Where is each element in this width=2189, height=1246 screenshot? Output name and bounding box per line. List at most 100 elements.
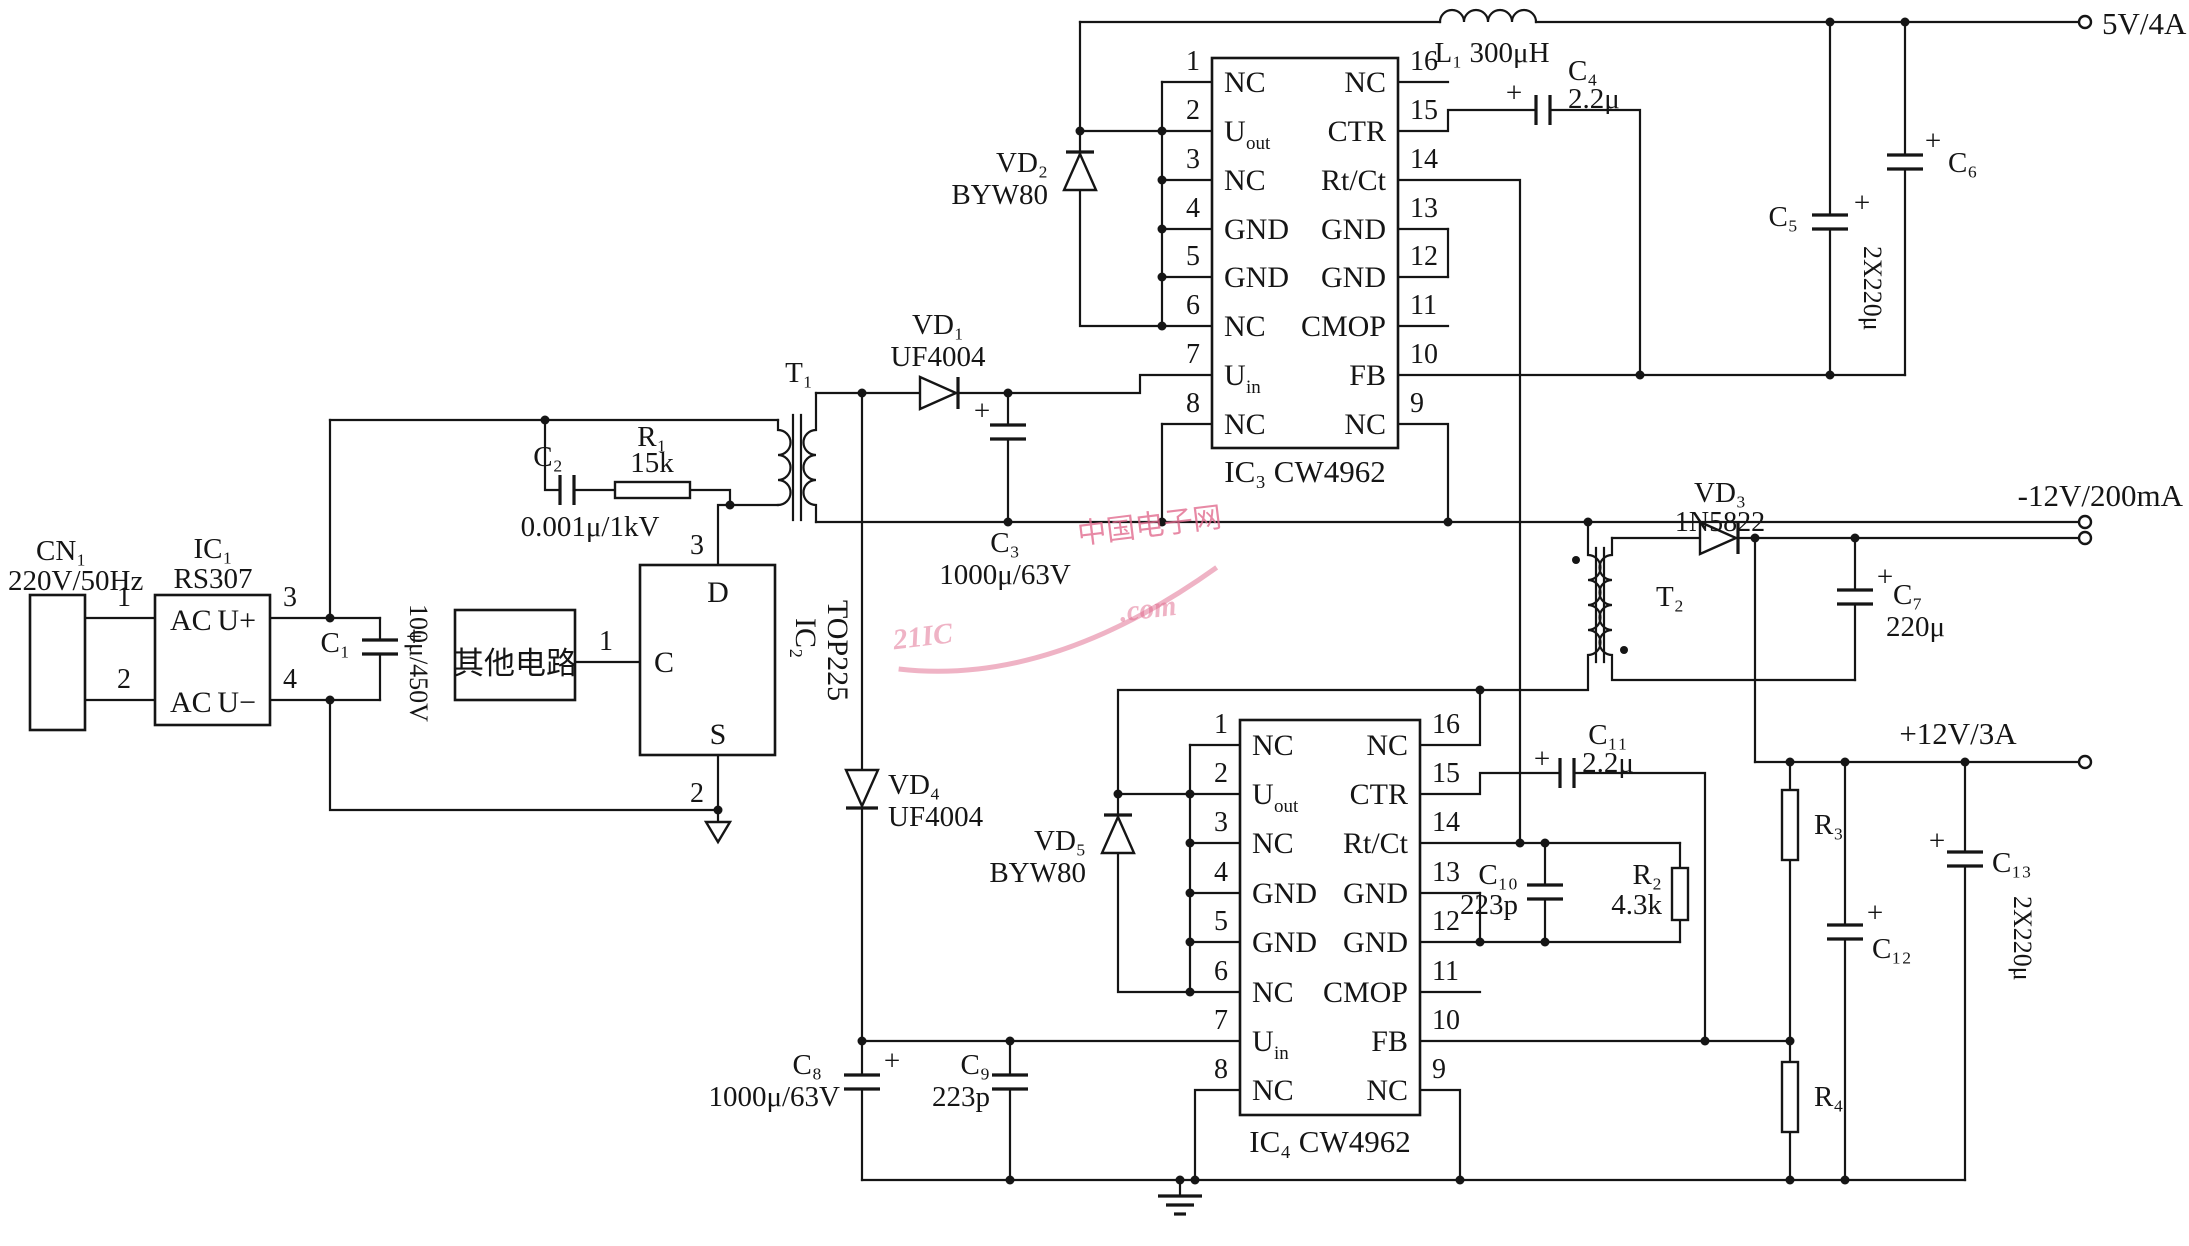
ic3-pin-name: Rt/Ct	[1321, 164, 1387, 197]
c9-value: 223p	[932, 1081, 990, 1113]
terminal-aux	[2077, 530, 2093, 546]
ic3-pin-name: CMOP	[1301, 310, 1386, 343]
c8-ref: C₈	[793, 1049, 822, 1081]
c5-ref: C₅	[1769, 201, 1798, 233]
c7-plus: +	[1877, 561, 1893, 593]
r1-value: 15k	[630, 447, 674, 479]
ground-triangle-icon	[703, 820, 733, 845]
diode-vd2	[1062, 150, 1098, 192]
c12-c13-value: 2X220μ	[2008, 896, 2037, 981]
ic1-ac-bot: AC	[170, 686, 212, 719]
c4-plus: +	[1506, 77, 1522, 109]
ic3-pin-name: U	[1224, 359, 1246, 392]
ic4-pin-num: 6	[1214, 956, 1228, 987]
ic4-pin-num: 12	[1432, 906, 1460, 937]
ic1-ac-top: AC	[170, 604, 212, 637]
capacitor-plates	[362, 95, 1983, 1091]
ic3-pin-num: 5	[1186, 241, 1200, 272]
ic4-pin-num: 7	[1214, 1005, 1228, 1036]
ic3-pin-num: 15	[1410, 95, 1438, 126]
ic4-pin-num: 9	[1432, 1054, 1446, 1085]
ic4-pin-name: FB	[1371, 1025, 1408, 1058]
ic4-pin-name: NC	[1366, 1074, 1408, 1107]
ic4-pin-num: 13	[1432, 857, 1460, 888]
ic4-pin-name: NC	[1252, 1074, 1294, 1107]
ic3-label: IC₃ CW4962	[1224, 454, 1386, 489]
other-circuit-label: 其他电路	[453, 646, 577, 681]
c3-ref: C₃	[990, 527, 1019, 559]
diode-vd4	[844, 768, 880, 810]
output-5v-label: 5V/4A	[2102, 6, 2187, 41]
ic2-body	[638, 563, 777, 757]
ic3-pin-num: 4	[1186, 193, 1200, 224]
ground-bars-icon	[1158, 1194, 1202, 1216]
ic4-pin-name: CTR	[1350, 778, 1408, 811]
t2-phase-dot	[1572, 556, 1580, 564]
ic4-pin-name: GND	[1252, 877, 1317, 910]
ic2-pin-s-num: 2	[690, 778, 704, 809]
output-pos12v-label: +12V/3A	[1899, 716, 2017, 751]
other-circuit-box	[453, 608, 577, 702]
ic2-ref: IC₂	[789, 618, 822, 658]
diode-vd1	[918, 375, 960, 411]
ic4-pin-name: U	[1252, 1025, 1274, 1058]
ic3-body	[1210, 56, 1400, 450]
t2-phase-dot	[1620, 646, 1628, 654]
component-symbols	[362, 95, 1983, 1216]
ic3-pin-name: U	[1224, 115, 1246, 148]
c10-value: 223p	[1460, 889, 1518, 921]
c3-value: 1000μ/63V	[939, 559, 1071, 591]
ic4-pin-num: 14	[1432, 807, 1460, 838]
ic2-pin-s: S	[710, 718, 727, 751]
ic4-pin-name-sub: out	[1274, 796, 1299, 817]
terminal-pos12v	[2077, 754, 2093, 770]
r4-ref: R₄	[1814, 1081, 1843, 1113]
diode-vd5	[1100, 813, 1136, 855]
ic4-pin-name: NC	[1252, 976, 1294, 1009]
output-terminals	[2077, 14, 2093, 770]
c6-ref: C₆	[1948, 147, 1977, 179]
diode-vd3	[1698, 520, 1740, 556]
ic4-pin-num: 4	[1214, 857, 1228, 888]
ic4-pin-name: GND	[1343, 877, 1408, 910]
vd2-part: BYW80	[951, 179, 1048, 211]
cn1-ref: CN₁	[36, 535, 86, 567]
ic3-pin-num: 1	[1186, 46, 1200, 77]
ic1-pin1: 1	[117, 582, 131, 613]
ic1-u-minus: U−	[217, 686, 256, 719]
ic4-pin-num: 1	[1214, 709, 1228, 740]
ic3-pin-name: GND	[1224, 213, 1289, 246]
ic3-pin-num: 6	[1186, 290, 1200, 321]
r2-value: 4.3k	[1611, 889, 1662, 921]
c5-c6-value: 2X220μ	[1858, 246, 1887, 331]
c13-plus: +	[1929, 825, 1945, 857]
cn1-value: 220V/50Hz	[8, 565, 143, 597]
ic3-pin-num: 9	[1410, 388, 1424, 419]
ic3-pin-name: GND	[1321, 213, 1386, 246]
c3-plus: +	[974, 395, 990, 427]
ic4-pin-num: 5	[1214, 906, 1228, 937]
c4-value: 2.2μ	[1568, 83, 1620, 115]
vd3-part: 1N5822	[1675, 507, 1765, 538]
c12-plus: +	[1867, 897, 1883, 929]
ic3-pin-name: NC	[1224, 408, 1266, 441]
watermark-brand: 21IC	[890, 617, 955, 656]
ic4-pin-name: GND	[1252, 926, 1317, 959]
watermark-swoosh	[898, 565, 1219, 674]
ic4-pin-name: NC	[1366, 729, 1408, 762]
vd2-ref: VD₂	[996, 147, 1048, 179]
ic1-part: RS307	[174, 563, 253, 595]
c11-ref: C₁₁	[1588, 719, 1628, 751]
vd3-ref: VD₃	[1694, 477, 1746, 509]
junction-dots	[325, 17, 1970, 1185]
resistor-r4-body	[1780, 1060, 1800, 1134]
r1-ref: R₁	[637, 421, 666, 453]
ic4-pin-name: U	[1252, 778, 1274, 811]
vd4-ref: VD₄	[888, 769, 940, 801]
ic3-pin-num: 13	[1410, 193, 1438, 224]
c11-value: 2.2μ	[1582, 747, 1634, 779]
ic2-pin-d-num: 3	[690, 530, 704, 561]
ic4-pin-name: NC	[1252, 827, 1294, 860]
c7-value: 220μ	[1886, 611, 1945, 643]
